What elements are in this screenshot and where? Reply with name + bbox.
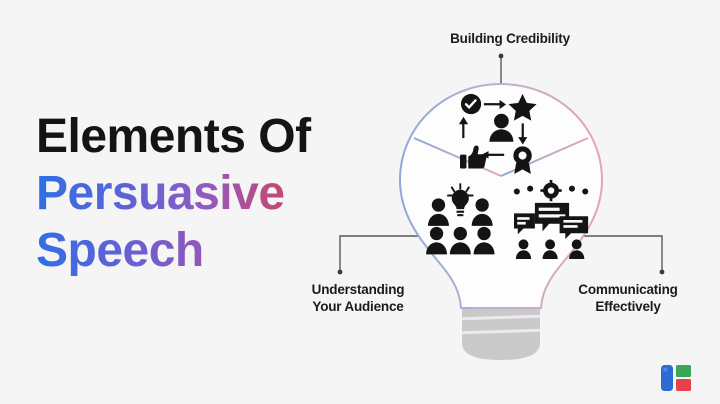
- callout-communicating-effectively-line1: Communicating: [578, 282, 678, 297]
- speech-bubble-main: [534, 202, 570, 232]
- credibility-cycle-icon: [458, 93, 537, 174]
- idea-bulb-icon: [447, 183, 474, 217]
- slides-logo-svg: [661, 365, 691, 391]
- star-icon: [508, 93, 537, 121]
- callout-understanding-your-audience: Understanding Your Audience: [282, 281, 434, 315]
- logo-green-block: [676, 365, 691, 377]
- connector-top-dot: [498, 53, 504, 59]
- page-title: Elements Of Persuasive Speech: [36, 108, 366, 279]
- network-dots: [513, 185, 589, 195]
- logo-blue-dot: [663, 367, 668, 372]
- thumbs-up-icon: [460, 145, 487, 169]
- title-line-persuasive: Persuasive: [36, 165, 366, 222]
- audience-row-top: [428, 198, 493, 226]
- callout-communicating-effectively-line2: Effectively: [595, 299, 661, 314]
- speech-bubble-right: [559, 216, 589, 239]
- arrow-up-left: [458, 116, 469, 139]
- audience-row-bottom: [426, 226, 495, 255]
- network-people-row: [515, 239, 585, 259]
- logo-red-block: [676, 379, 691, 391]
- title-line-speech: Speech: [36, 222, 366, 279]
- arrow-down-right: [518, 123, 528, 145]
- lightbulb-diagram: [282, 0, 720, 404]
- person-center-icon: [489, 113, 514, 142]
- callout-understanding-your-audience-line2: Your Audience: [312, 299, 404, 314]
- speech-bubble-left: [514, 213, 535, 235]
- arrow-right-top: [483, 99, 506, 110]
- communication-network-icon: [513, 179, 589, 259]
- connector-right-dot: [659, 269, 665, 275]
- bulb-base: [462, 307, 540, 360]
- callout-building-credibility: Building Credibility: [420, 30, 600, 47]
- connector-left-dot: [337, 269, 343, 275]
- award-icon: [513, 146, 532, 174]
- lightbulb-diagram-svg: [337, 53, 665, 360]
- callout-building-credibility-line1: Building Credibility: [450, 31, 570, 46]
- callout-understanding-your-audience-line1: Understanding: [311, 282, 405, 297]
- divider-upper-left: [413, 137, 502, 177]
- audience-idea-icon: [426, 183, 495, 255]
- gear-hub-icon: [540, 179, 562, 202]
- logo-blue-block: [661, 365, 673, 391]
- title-line-elements-of: Elements Of: [36, 110, 311, 163]
- slides-logo: [661, 365, 691, 391]
- callout-communicating-effectively: Communicating Effectively: [552, 281, 704, 315]
